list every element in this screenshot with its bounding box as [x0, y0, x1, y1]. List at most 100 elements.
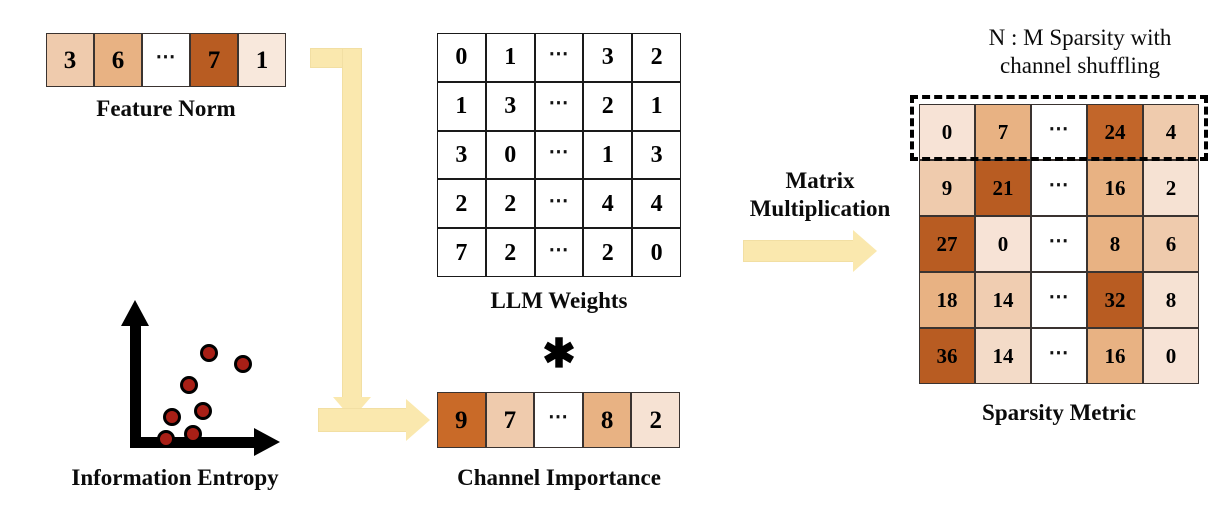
matrix-cell: 2: [631, 392, 680, 448]
ellipsis-cell: ⋯: [1031, 328, 1087, 384]
ellipsis-cell: ⋯: [1031, 104, 1087, 160]
scatter-dot: [184, 425, 202, 443]
ellipsis-glyph: ⋯: [548, 238, 570, 261]
matrix-cell: 1: [437, 81, 486, 131]
channel-importance-caption: Channel Importance: [457, 465, 661, 490]
y-axis-arrowhead: [121, 300, 149, 326]
ellipsis-cell: ⋯: [1031, 216, 1087, 272]
matrix-cell: 27: [919, 216, 975, 272]
matrix-cell: 0: [975, 216, 1031, 272]
ellipsis-glyph: ⋯: [155, 46, 177, 68]
matrix-cell: 4: [1143, 104, 1199, 160]
arrow-horizontal-shaft: [318, 408, 408, 432]
matrix-cell: 8: [1087, 216, 1143, 272]
matrix-cell: 3: [46, 33, 94, 87]
matrix-cell: 2: [583, 228, 633, 277]
sparsity-header-line1: N : M Sparsity with: [988, 25, 1172, 50]
ellipsis-cell: ⋯: [534, 228, 584, 277]
arrow-right-head: [406, 399, 430, 441]
sparsity-header-line2: channel shuffling: [1000, 53, 1160, 78]
ellipsis-glyph: ⋯: [1048, 174, 1070, 196]
ellipsis-cell: ⋯: [534, 33, 584, 82]
matrix-cell: 2: [632, 33, 681, 82]
matrix-cell: 24: [1087, 104, 1143, 160]
ellipsis-glyph: ⋯: [1048, 230, 1070, 252]
ellipsis-cell: ⋯: [534, 130, 584, 180]
matrix-cell: 14: [975, 328, 1031, 384]
matrix-cell: 36: [919, 328, 975, 384]
matrix-cell: 2: [437, 179, 486, 229]
mm-arrow-head: [853, 230, 877, 272]
matrix-cell: 7: [190, 33, 238, 87]
matrix-cell: 7: [485, 392, 535, 448]
matrix-cell: 6: [94, 33, 142, 87]
feature-norm-caption: Feature Norm: [96, 96, 236, 121]
scatter-dot: [234, 355, 252, 373]
matrix-cell: 0: [632, 228, 681, 277]
matrix-cell: 21: [975, 160, 1031, 216]
matrix-cell: 2: [583, 81, 633, 131]
ellipsis-glyph: ⋯: [1048, 286, 1070, 308]
matrix-cell: 1: [238, 33, 286, 87]
matrix-cell: 0: [437, 33, 486, 82]
arrow-vertical-shaft: [342, 48, 362, 398]
ellipsis-cell: ⋯: [142, 33, 190, 87]
channel-importance-input-arrow: [318, 399, 438, 445]
matrix-cell: 4: [632, 179, 681, 229]
scatter-dot: [180, 376, 198, 394]
scatter-dot: [200, 344, 218, 362]
x-axis-arrowhead: [254, 428, 280, 456]
matrix-cell: 0: [1143, 328, 1199, 384]
ellipsis-cell: ⋯: [1031, 272, 1087, 328]
ellipsis-glyph: ⋯: [548, 43, 570, 66]
matrix-cell: 2: [485, 228, 535, 277]
matrix-cell: 8: [582, 392, 632, 448]
ellipsis-glyph: ⋯: [548, 189, 570, 212]
y-axis: [130, 324, 141, 448]
matrix-cell: 16: [1087, 328, 1143, 384]
ellipsis-glyph: ⋯: [548, 92, 570, 115]
matrix-cell: 14: [975, 272, 1031, 328]
ellipsis-glyph: ⋯: [1048, 118, 1070, 140]
ellipsis-cell: ⋯: [534, 81, 584, 131]
ellipsis-glyph: ⋯: [1048, 342, 1070, 364]
information-entropy-plot: [90, 300, 290, 456]
ellipsis-cell: ⋯: [1031, 160, 1087, 216]
matrix-cell: 4: [583, 179, 633, 229]
matrix-multiplication-arrow: [743, 230, 893, 272]
matrix-cell: 16: [1087, 160, 1143, 216]
mm-arrow-shaft: [743, 240, 855, 262]
multiply-operator-symbol: ✱: [542, 331, 576, 376]
matrix-cell: 18: [919, 272, 975, 328]
llm-weights-caption: LLM Weights: [490, 288, 628, 313]
ellipsis-glyph: ⋯: [548, 140, 570, 163]
matrix-cell: 9: [919, 160, 975, 216]
matrix-cell: 3: [485, 81, 535, 131]
scatter-dot: [157, 430, 175, 448]
matrix-cell: 3: [632, 130, 681, 180]
matrix-cell: 7: [975, 104, 1031, 160]
matrix-multiplication-label-line1: Matrix: [785, 168, 855, 193]
matrix-cell: 7: [437, 228, 486, 277]
scatter-dot: [163, 408, 181, 426]
ellipsis-glyph: ⋯: [547, 406, 569, 428]
matrix-cell: 2: [1143, 160, 1199, 216]
matrix-cell: 2: [485, 179, 535, 229]
matrix-cell: 8: [1143, 272, 1199, 328]
matrix-cell: 3: [583, 33, 633, 82]
ellipsis-cell: ⋯: [534, 179, 584, 229]
feature-norm-to-channel-arrow: [310, 48, 430, 438]
matrix-multiplication-label-line2: Multiplication: [749, 196, 891, 221]
ellipsis-cell: ⋯: [534, 392, 583, 448]
matrix-cell: 3: [437, 130, 486, 180]
matrix-cell: 1: [583, 130, 633, 180]
matrix-cell: 0: [919, 104, 975, 160]
information-entropy-caption: Information Entropy: [71, 465, 279, 490]
matrix-cell: 32: [1087, 272, 1143, 328]
matrix-cell: 6: [1143, 216, 1199, 272]
